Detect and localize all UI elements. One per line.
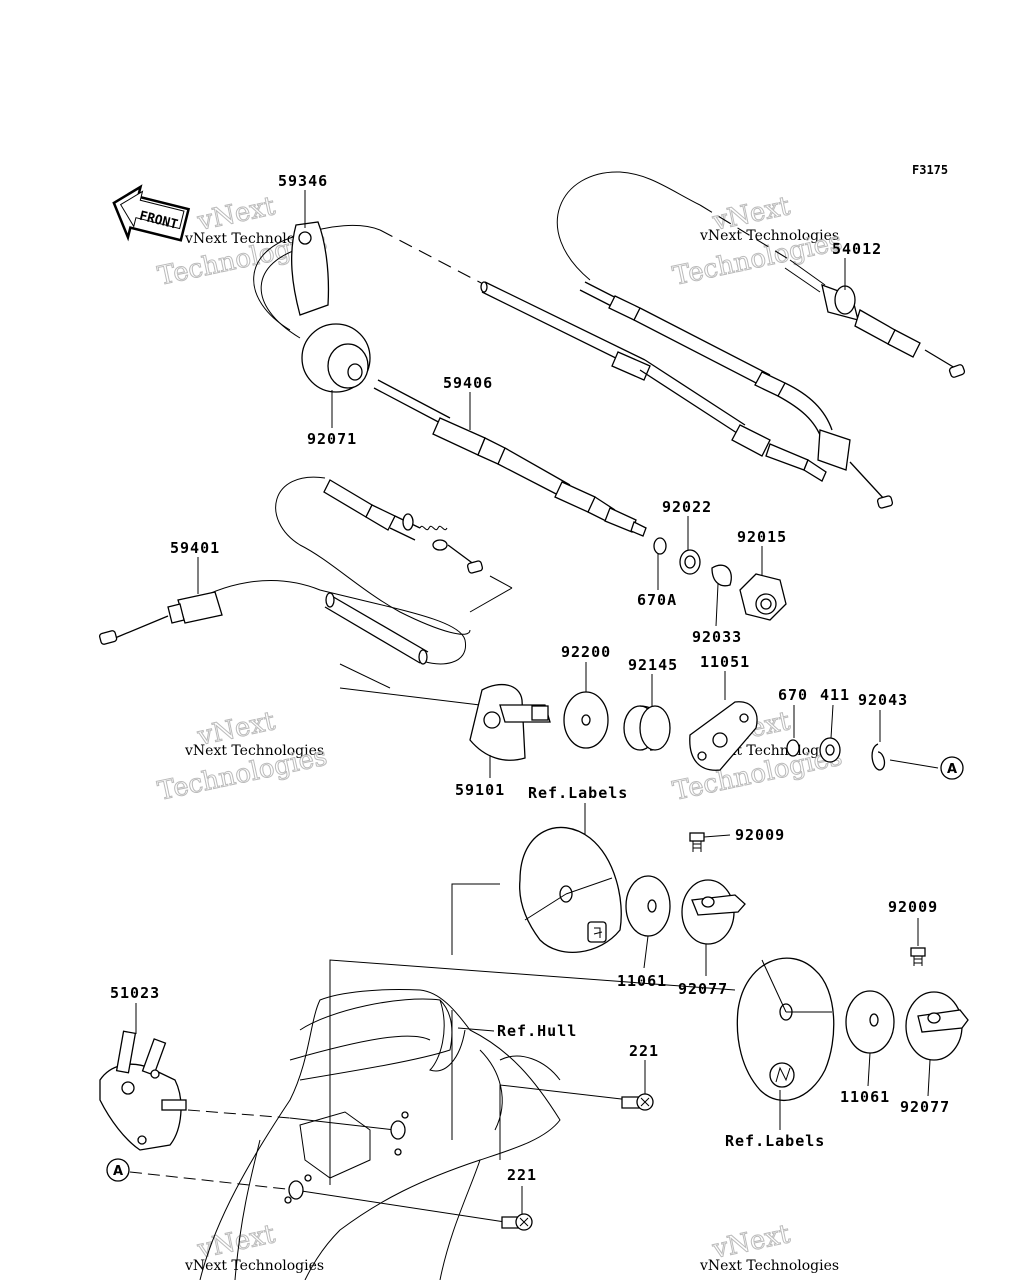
svg-text:vNext Technologies: vNext Technologies [184, 1258, 324, 1274]
knob-92077-bottom [905, 991, 969, 1061]
diagram-code: F3175 [912, 163, 948, 177]
washer-92200 [563, 691, 609, 749]
label-11061-bottom: 11061 [840, 1088, 890, 1106]
ref-labels-top: Ref.Labels [528, 784, 628, 802]
label-92015: 92015 [737, 528, 787, 546]
svg-text:vNext Technologies: vNext Technologies [699, 228, 839, 244]
svg-text:vNext Technologies: vNext Technologies [184, 743, 324, 759]
watermark-top-right: vNext vNext Technologies Technologies [670, 191, 846, 293]
cable-59401-assembly [99, 476, 513, 706]
label-51023: 51023 [110, 984, 160, 1002]
label-59101: 59101 [455, 781, 505, 799]
part-labels: 59346 54012 59406 92071 59401 92022 9201… [110, 172, 950, 1214]
label-92145: 92145 [628, 656, 678, 674]
label-670: 670 [778, 686, 808, 704]
washer-411 [819, 737, 841, 763]
label-92009-top: 92009 [735, 826, 785, 844]
screw-221-top [621, 1093, 654, 1111]
washer-11061-top [625, 875, 671, 937]
fuel-valve-51023 [99, 1030, 187, 1151]
svg-text:A: A [113, 1164, 123, 1179]
ref-circle-a-right: A [940, 756, 964, 780]
label-92033: 92033 [692, 628, 742, 646]
label-411: 411 [820, 686, 850, 704]
nut-92015 [739, 573, 787, 621]
label-92071: 92071 [307, 430, 357, 448]
screw-92009-bottom [910, 947, 926, 966]
label-54012: 54012 [832, 240, 882, 258]
svg-text:vNext Technologies: vNext Technologies [184, 231, 324, 247]
label-11051: 11051 [700, 653, 750, 671]
watermark-bottom-right: vNext vNext Technologies [699, 1219, 839, 1274]
lever-59101 [469, 683, 551, 761]
o-ring-670a [653, 537, 667, 555]
hardware-group-upper [653, 537, 787, 621]
collar-92145 [623, 705, 671, 751]
label-92009-bottom: 92009 [888, 898, 938, 916]
label-92200: 92200 [561, 643, 611, 661]
label-plate-top [519, 826, 622, 953]
label-221-bottom: 221 [507, 1166, 537, 1184]
label-59401: 59401 [170, 539, 220, 557]
svg-text:A: A [947, 762, 957, 777]
label-92022: 92022 [662, 498, 712, 516]
label-plate-bottom [736, 957, 835, 1101]
washer-11061-bottom [845, 990, 895, 1054]
label-92077-top: 92077 [678, 980, 728, 998]
knob-92077-top [681, 879, 746, 945]
label-670a: 670A [637, 591, 677, 609]
front-arrow-icon: FRONT [112, 184, 191, 242]
screw-92009-top [689, 832, 731, 852]
label-59406: 59406 [443, 374, 493, 392]
watermark-mid-left: vNext vNext Technologies Technologies [155, 706, 331, 808]
steering-cable-59346 [253, 221, 827, 482]
svg-text:vNext Technologies: vNext Technologies [699, 1258, 839, 1274]
label-59346: 59346 [278, 172, 328, 190]
watermark-bottom-left: vNext vNext Technologies [184, 1219, 324, 1274]
o-ring-670 [786, 739, 800, 757]
hull-outline [199, 988, 561, 1280]
ref-circle-a-left: A [106, 1158, 130, 1182]
screw-221-bottom [501, 1213, 533, 1231]
label-221-top: 221 [629, 1042, 659, 1060]
throttle-cable-54012 [556, 171, 966, 509]
circlip-92033 [711, 564, 732, 587]
cable-59406-assembly [301, 323, 647, 537]
bracket-11051 [689, 701, 758, 771]
ref-labels-bottom: Ref.Labels [725, 1132, 825, 1150]
label-11061-top: 11061 [617, 972, 667, 990]
label-92077-bottom: 92077 [900, 1098, 950, 1116]
ref-hull: Ref.Hull [497, 1022, 577, 1040]
label-92043: 92043 [858, 691, 908, 709]
grommet-92071 [301, 323, 371, 393]
pin-92043 [871, 743, 886, 771]
